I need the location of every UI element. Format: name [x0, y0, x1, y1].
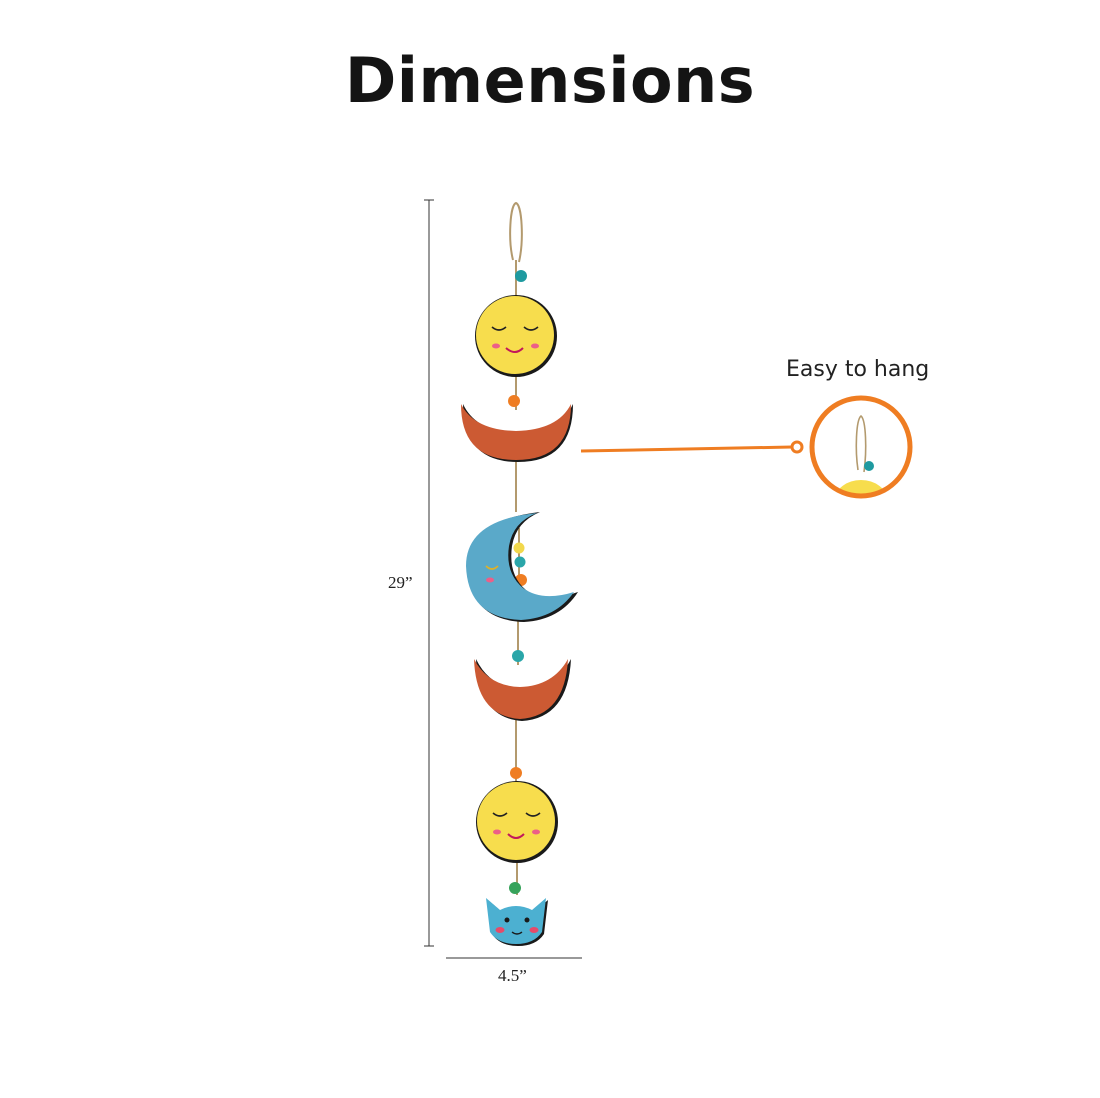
callout-connector	[580, 440, 804, 454]
height-dimension-line	[424, 199, 434, 947]
blue-crescent-moon	[466, 512, 578, 622]
height-label: 29”	[388, 573, 413, 592]
sun-face-top	[475, 295, 557, 377]
hanging-detail-zoom	[809, 395, 913, 499]
easy-to-hang-label: Easy to hang	[786, 357, 930, 382]
sun-face-bottom	[476, 781, 558, 863]
page-title: Dimensions	[344, 44, 756, 117]
width-label: 4.5”	[498, 966, 527, 985]
orange-crescent-top	[461, 404, 573, 462]
cat-face	[486, 898, 548, 946]
orange-crescent-bottom	[474, 659, 571, 721]
